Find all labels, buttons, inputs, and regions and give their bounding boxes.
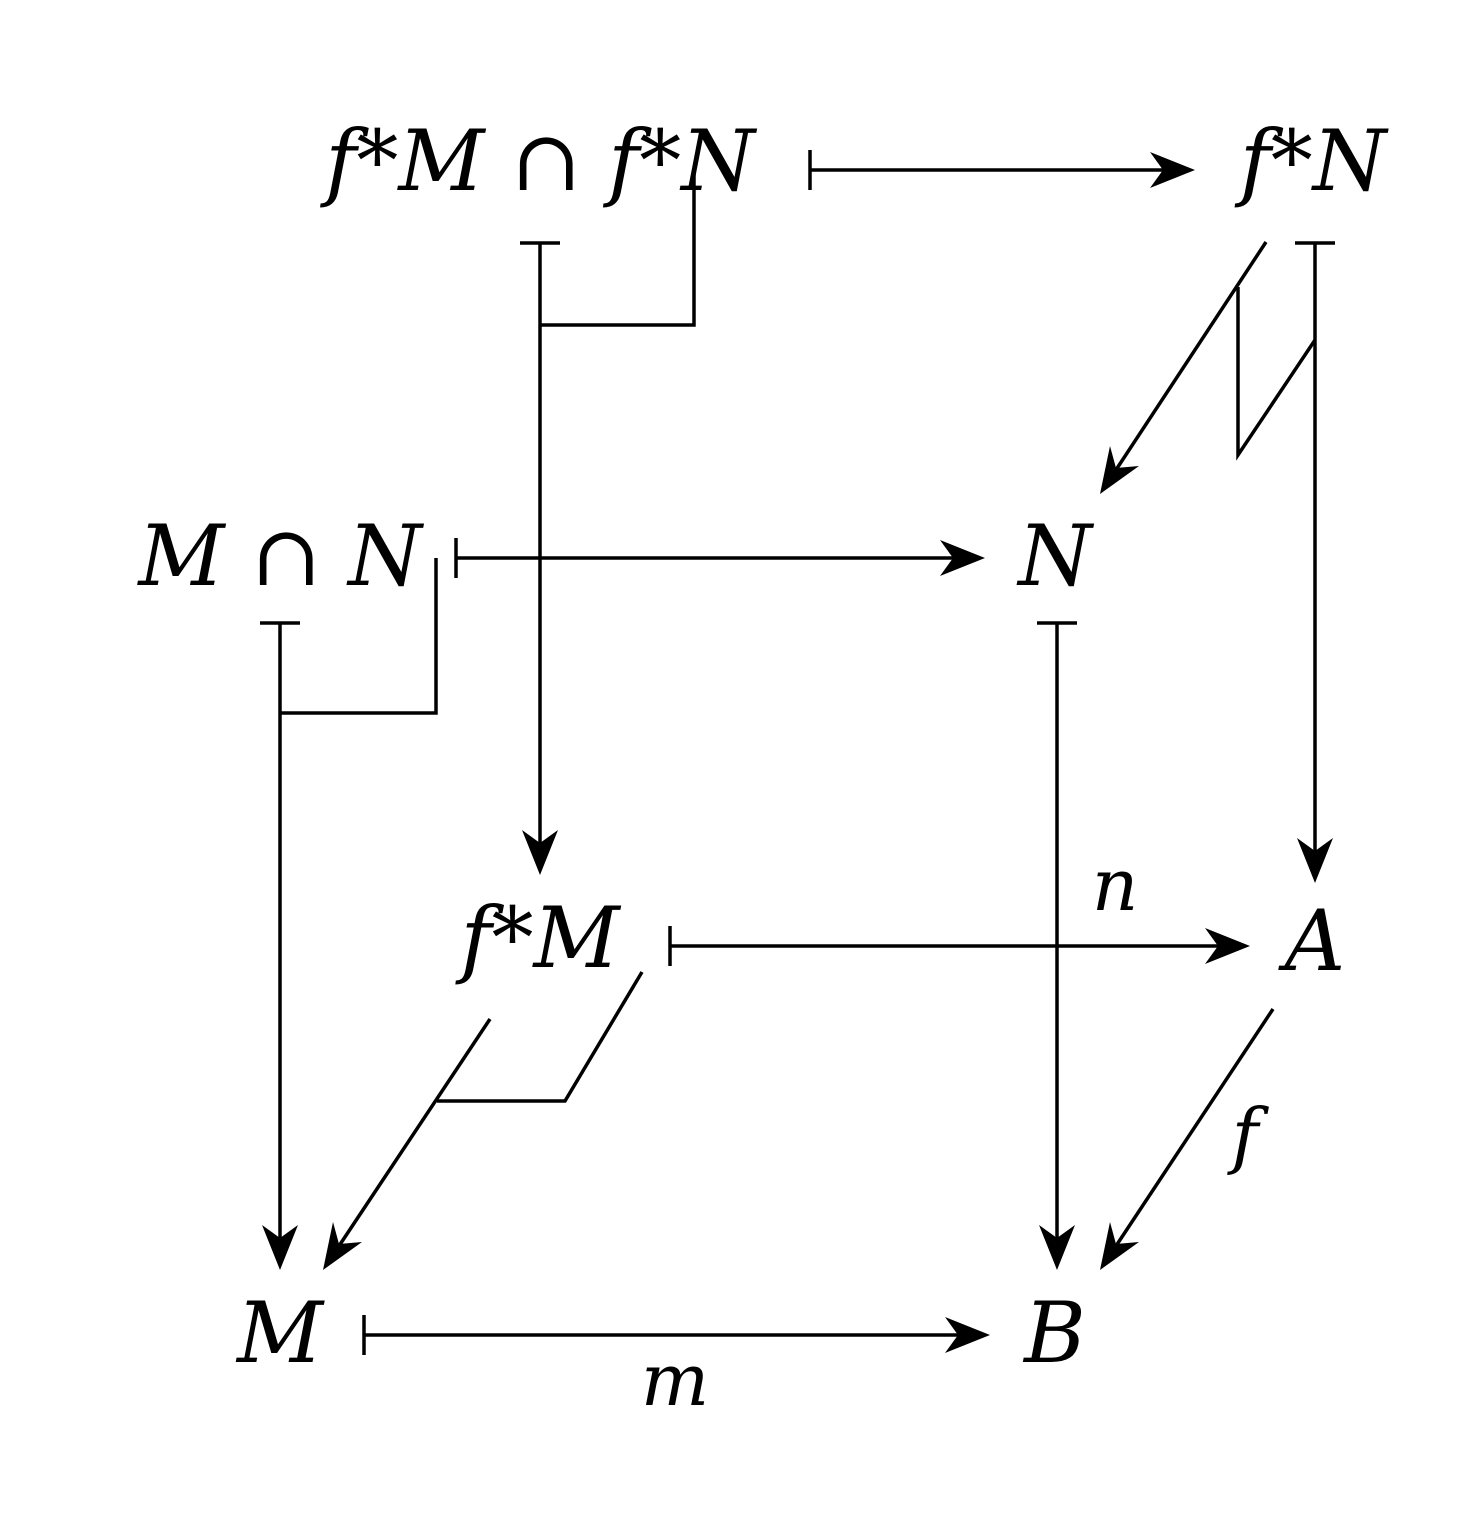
pullback-mark-bottom bbox=[437, 971, 644, 1103]
arrow-f bbox=[1100, 1008, 1275, 1270]
node-B: B bbox=[1022, 1284, 1086, 1382]
label-f: f bbox=[1227, 1093, 1270, 1177]
pullback-mark-top bbox=[540, 172, 696, 327]
node-fN: f*N bbox=[1234, 112, 1389, 210]
node-N: N bbox=[1016, 507, 1094, 605]
pullback-mark-right bbox=[1236, 287, 1317, 461]
arrow-top-horizontal bbox=[808, 150, 1195, 190]
arrow-fN-to-N bbox=[1100, 241, 1268, 494]
node-fM-cap-fN: f*M ∩ f*N bbox=[319, 112, 757, 210]
node-M-cap-N: M ∩ N bbox=[136, 507, 424, 605]
arrow-m bbox=[362, 1315, 990, 1355]
label-n: n bbox=[1092, 843, 1138, 927]
pullback-mark-middle bbox=[280, 558, 438, 715]
arrow-fN-to-A bbox=[1295, 241, 1335, 883]
label-m: m bbox=[641, 1338, 709, 1422]
arrow-fM-to-M bbox=[323, 1018, 492, 1270]
node-A: A bbox=[1278, 892, 1346, 990]
arrow-middle-horizontal bbox=[454, 538, 985, 578]
arrow-n bbox=[668, 926, 1250, 966]
arrow-N-to-B bbox=[1037, 621, 1077, 1270]
node-fM: f*M bbox=[454, 889, 621, 987]
node-M: M bbox=[235, 1284, 325, 1382]
arrow-fMcapfN-to-fM bbox=[520, 241, 560, 875]
arrow-McapN-to-M bbox=[260, 621, 300, 1270]
